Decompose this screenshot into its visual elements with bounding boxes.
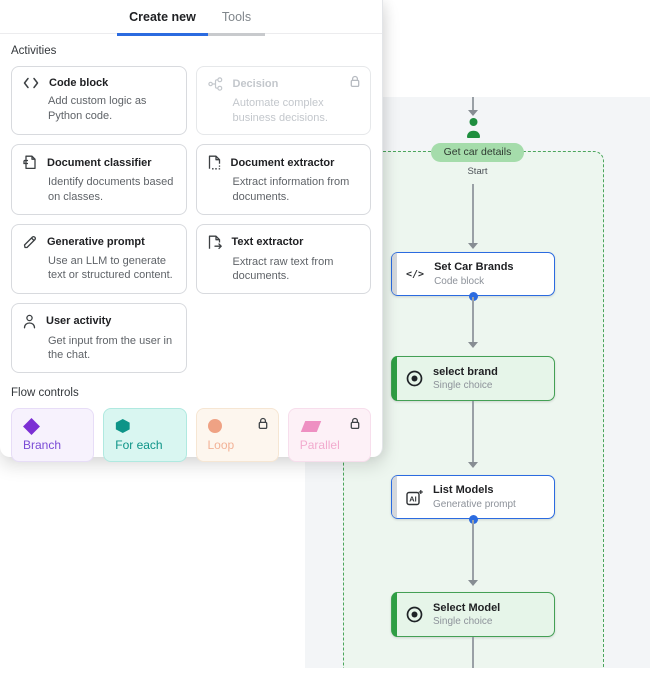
chip-loop: Loop xyxy=(195,408,279,462)
decision-icon xyxy=(207,77,223,91)
card-document-extractor[interactable]: Document extractor Extract information f… xyxy=(195,144,371,215)
chip-label: For each xyxy=(115,438,163,452)
connector-line xyxy=(472,401,474,462)
node-set-car-brands[interactable]: </> Set Car Brands Code block xyxy=(391,252,555,296)
connector-line xyxy=(472,637,474,668)
popover-tabbar: Create new Tools xyxy=(0,0,382,36)
user-icon xyxy=(23,314,36,329)
flow-controls-section-label: Flow controls xyxy=(11,387,79,399)
node-accent-bar xyxy=(392,356,397,401)
group-badge[interactable]: Get car details xyxy=(305,142,650,162)
connector-line xyxy=(472,97,474,110)
chip-label: Parallel xyxy=(299,438,340,452)
node-select-model[interactable]: Select Model Single choice xyxy=(391,592,555,637)
card-description: Add custom logic as Python code. xyxy=(48,95,147,122)
node-select-brand[interactable]: select brand Single choice xyxy=(391,356,555,401)
start-label: Start xyxy=(467,166,488,177)
output-port[interactable] xyxy=(468,291,478,301)
card-description: Automate complex business decisions. xyxy=(232,97,328,124)
node-subtitle: Single choice xyxy=(433,616,493,628)
connector-line xyxy=(472,184,474,243)
arrow-down-icon xyxy=(468,342,479,348)
chip-label: Branch xyxy=(23,438,62,452)
card-description: Extract information from documents. xyxy=(232,176,350,203)
node-title: List Models xyxy=(433,484,494,497)
node-subtitle: Code block xyxy=(434,275,485,287)
lock-icon xyxy=(349,75,361,88)
card-decision: Decision Automate complex business decis… xyxy=(195,66,371,136)
card-user-activity[interactable]: User activity Get input from the user in… xyxy=(11,302,187,373)
card-title: Document classifier xyxy=(47,156,152,169)
card-description: Get input from the user in the chat. xyxy=(48,334,173,362)
diamond-icon xyxy=(23,418,40,435)
node-accent-bar xyxy=(392,253,397,295)
card-title: Document extractor xyxy=(230,156,335,169)
chip-branch[interactable]: Branch xyxy=(11,408,95,462)
node-title: Select Model xyxy=(433,601,501,614)
code-icon: </> xyxy=(406,268,425,280)
chip-label: Loop xyxy=(207,438,235,452)
tab-create-new[interactable]: Create new xyxy=(117,0,208,36)
hexagon-icon xyxy=(115,419,130,433)
output-port[interactable] xyxy=(468,514,478,524)
card-description: Extract raw text from documents. xyxy=(232,255,334,283)
arrow-down-icon xyxy=(468,243,479,249)
grid-empty-cell xyxy=(196,303,372,373)
code-icon xyxy=(23,77,39,89)
radio-icon xyxy=(406,606,423,623)
activities-grid: Code block Add custom logic as Python co… xyxy=(11,66,371,373)
text-extractor-icon xyxy=(208,235,222,250)
circle-icon xyxy=(207,419,222,433)
card-text-extractor[interactable]: Text extractor Extract raw text from doc… xyxy=(195,223,371,294)
connector-line xyxy=(472,297,474,342)
lock-icon xyxy=(257,417,269,430)
connector-line xyxy=(472,520,474,580)
create-new-popover: Create new Tools Activities Code block A… xyxy=(0,0,383,462)
card-title: User activity xyxy=(46,315,112,328)
chip-for-each[interactable]: For each xyxy=(103,408,187,462)
tab-tools[interactable]: Tools xyxy=(208,0,265,36)
arrow-down-icon xyxy=(468,462,479,468)
user-start-icon xyxy=(464,117,483,138)
flow-controls-grid: Branch For each Loop Parallel xyxy=(11,408,371,462)
svg-text:AI: AI xyxy=(409,494,416,503)
node-subtitle: Single choice xyxy=(433,380,493,392)
card-code-block[interactable]: Code block Add custom logic as Python co… xyxy=(11,66,187,136)
radio-icon xyxy=(406,370,423,387)
chip-parallel: Parallel xyxy=(287,408,371,462)
card-document-classifier[interactable]: Document classifier Identify documents b… xyxy=(11,144,187,215)
document-classifier-icon xyxy=(23,155,37,170)
card-title: Code block xyxy=(49,77,109,89)
parallelogram-icon xyxy=(300,421,321,432)
card-title: Decision xyxy=(232,78,279,90)
document-extractor-icon xyxy=(208,155,221,170)
card-title: Text extractor xyxy=(231,236,304,248)
node-title: Set Car Brands xyxy=(434,261,514,274)
arrow-down-icon xyxy=(468,110,479,116)
card-description: Use an LLM to generate text or structure… xyxy=(48,254,173,282)
card-description: Identify documents based on classes. xyxy=(48,176,174,203)
node-accent-bar xyxy=(392,592,397,637)
card-generative-prompt[interactable]: Generative prompt Use an LLM to generate… xyxy=(11,223,187,294)
lock-icon xyxy=(349,417,361,430)
arrow-down-icon xyxy=(468,580,479,586)
node-accent-bar xyxy=(392,476,397,518)
card-title: Generative prompt xyxy=(47,235,145,248)
activities-section-label: Activities xyxy=(11,45,57,57)
pencil-icon xyxy=(23,235,37,249)
ai-generate-icon: AI xyxy=(406,489,423,506)
node-subtitle: Generative prompt xyxy=(433,498,516,510)
node-list-models[interactable]: AI List Models Generative prompt xyxy=(391,475,555,519)
node-title: select brand xyxy=(433,365,498,378)
